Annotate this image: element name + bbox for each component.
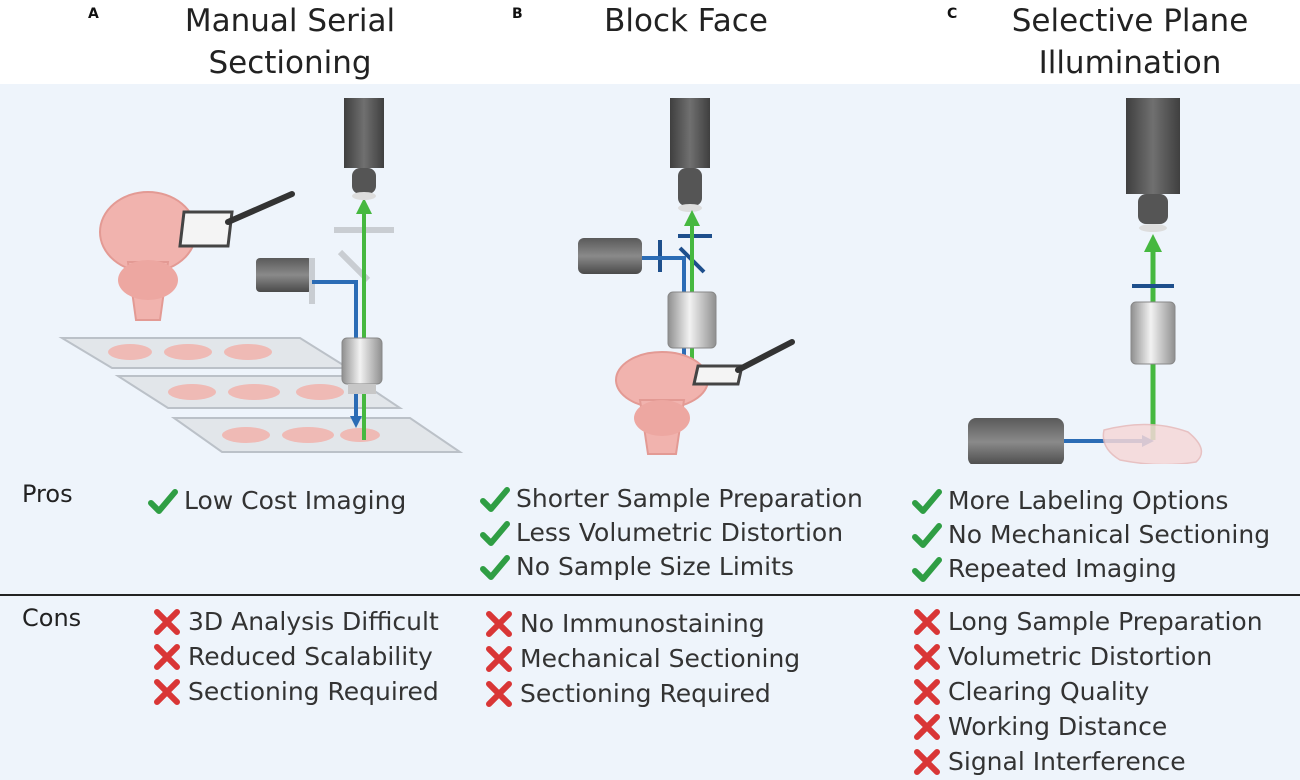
con-item: 3D Analysis Difficult [152,604,439,639]
con-text: Volumetric Distortion [948,642,1213,671]
panel-b-cons: No Immunostaining Mechanical Sectioning … [484,606,800,711]
cross-icon [154,679,180,705]
panel-a-letter: A [88,6,99,22]
brain-b [615,351,709,455]
panel-c-cons: Long Sample Preparation Volumetric Disto… [912,604,1263,779]
cross-icon [914,749,940,775]
cons-row-label: Cons [22,604,82,632]
panel-b-letter: B [512,6,523,22]
pro-item: Low Cost Imaging [148,484,406,518]
con-text: Mechanical Sectioning [520,644,801,673]
check-icon [912,489,942,514]
check-icon [480,555,510,580]
panel-a-title-line-1: Manual Serial [184,3,396,39]
con-text: Long Sample Preparation [948,607,1263,636]
cross-icon [914,679,940,705]
cross-icon [154,644,180,670]
pro-item: Shorter Sample Preparation [480,482,863,516]
check-icon [148,489,178,514]
panel-b-title: Block Face [556,0,816,42]
con-text: No Immunostaining [520,609,765,638]
panel-b-illustration [578,98,795,455]
panel-b-title-line-1: Block Face [604,3,768,39]
panel-c-pros: More Labeling Options No Mechanical Sect… [912,484,1270,586]
pro-text: No Sample Size Limits [516,552,794,581]
panel-c-title-line-1: Selective Plane [1011,3,1249,39]
cross-icon [914,714,940,740]
con-item: No Immunostaining [484,606,800,641]
panel-c-title: Selective Plane Illumination [1000,0,1260,84]
pro-text: More Labeling Options [948,486,1229,515]
cross-icon [486,681,512,707]
pro-item: More Labeling Options [912,484,1270,518]
pros-row-label: Pros [22,480,73,508]
cross-icon [486,611,512,637]
pro-text: No Mechanical Sectioning [948,520,1271,549]
pro-item: No Mechanical Sectioning [912,518,1270,552]
con-item: Long Sample Preparation [912,604,1263,639]
panel-a-illustration [58,98,464,453]
microscopy-illustrations [58,98,1203,464]
con-item: Sectioning Required [484,676,800,711]
pro-text: Shorter Sample Preparation [516,484,863,513]
check-icon [480,487,510,512]
slide-stack [58,337,464,453]
con-item: Volumetric Distortion [912,639,1263,674]
panel-a-cons: 3D Analysis Difficult Reduced Scalabilit… [152,604,439,709]
con-item: Working Distance [912,709,1263,744]
pros-cons-divider [0,594,1300,596]
con-text: Sectioning Required [188,677,439,706]
pro-item: No Sample Size Limits [480,550,863,584]
pro-text: Less Volumetric Distortion [516,518,844,547]
panel-c-letter: C [947,6,958,22]
con-item: Reduced Scalability [152,639,439,674]
cross-icon [154,609,180,635]
panel-a-title-line-2: Sectioning [208,45,372,81]
brain-a [99,191,197,321]
panel-a-title: Manual Serial Sectioning [140,0,440,84]
pro-item: Repeated Imaging [912,552,1270,586]
con-text: Clearing Quality [948,677,1150,706]
con-text: Working Distance [948,712,1168,741]
con-text: 3D Analysis Difficult [188,607,439,636]
con-item: Signal Interference [912,744,1263,779]
panel-c-title-line-2: Illumination [1038,45,1222,81]
con-text: Sectioning Required [520,679,771,708]
side-camera-a [256,258,312,292]
cross-icon [914,644,940,670]
check-icon [912,557,942,582]
con-item: Clearing Quality [912,674,1263,709]
pro-text: Repeated Imaging [948,554,1177,583]
con-item: Sectioning Required [152,674,439,709]
con-text: Signal Interference [948,747,1186,776]
check-icon [480,521,510,546]
check-icon [912,523,942,548]
panel-b-pros: Shorter Sample Preparation Less Volumetr… [480,482,863,584]
panel-a-pros: Low Cost Imaging [148,484,406,518]
con-text: Reduced Scalability [188,642,433,671]
panel-c-illustration [968,98,1203,464]
cross-icon [486,646,512,672]
pro-text: Low Cost Imaging [184,486,407,515]
pro-item: Less Volumetric Distortion [480,516,863,550]
blade-a [178,191,295,248]
cross-icon [914,609,940,635]
con-item: Mechanical Sectioning [484,641,800,676]
